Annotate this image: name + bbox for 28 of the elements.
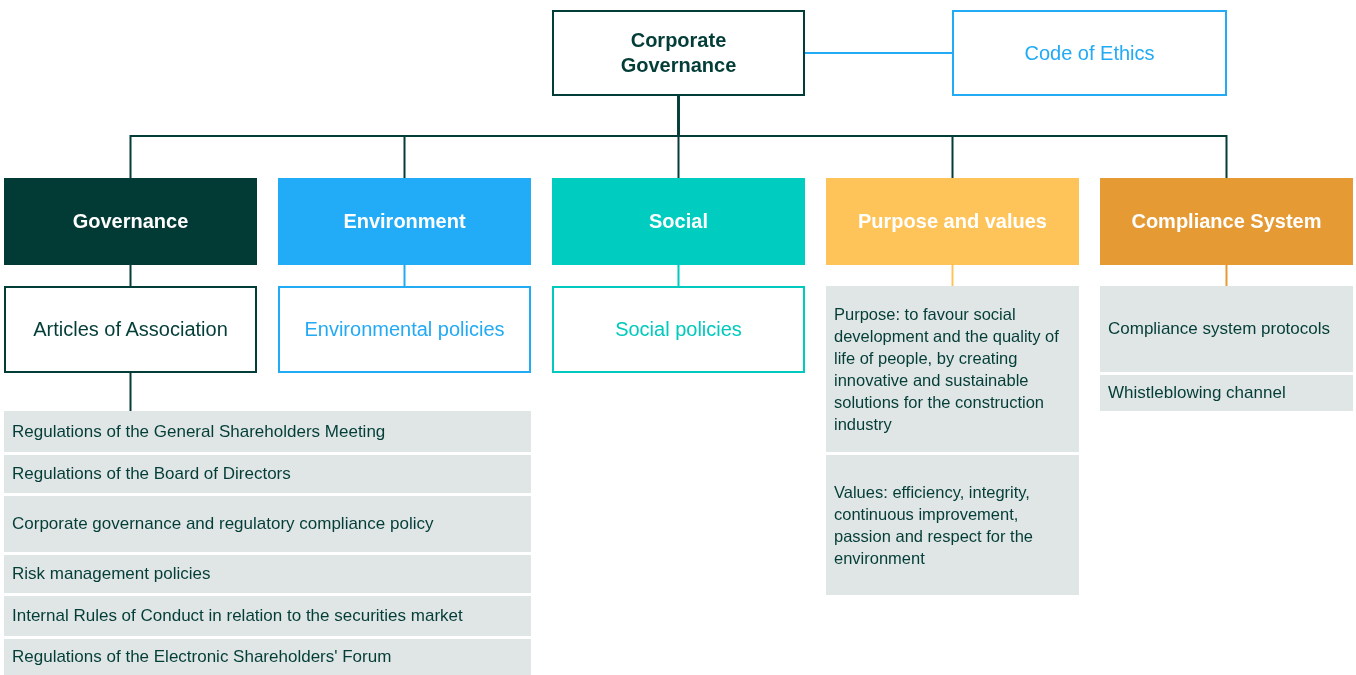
document-box: Articles of Association <box>4 286 257 373</box>
connector-line <box>403 264 406 287</box>
document-box: Social policies <box>552 286 805 373</box>
text-panel: Purpose: to favour social development and the quality of life of people, by creating innovative and sustainable solutions for the construction industry <box>826 286 1079 452</box>
connector-line <box>951 264 954 287</box>
category-header: Governance <box>4 178 257 265</box>
list-item: Whistleblowing channel <box>1100 375 1353 411</box>
list-item: Regulations of the General Shareholders Meeting <box>4 411 531 452</box>
title-box: Corporate Governance <box>552 10 805 96</box>
list-item: Regulations of the Board of Directors <box>4 455 531 493</box>
connector-line <box>804 52 953 54</box>
category-header: Environment <box>278 178 531 265</box>
list-item: Risk management policies <box>4 555 531 593</box>
category-header: Compliance System <box>1100 178 1353 265</box>
list-item: Internal Rules of Conduct in relation to the securities market <box>4 596 531 636</box>
category-header: Social <box>552 178 805 265</box>
list-item: Regulations of the Electronic Shareholders' Forum <box>4 639 531 675</box>
ethics-box: Code of Ethics <box>952 10 1227 96</box>
connector-line <box>129 372 132 412</box>
connector-line <box>677 264 680 287</box>
connector-line <box>1225 264 1228 287</box>
text-panel: Values: efficiency, integrity, continuous improvement, passion and respect for the environment <box>826 455 1079 595</box>
document-box: Environmental policies <box>278 286 531 373</box>
connector-line <box>129 264 132 287</box>
list-item: Compliance system protocols <box>1100 286 1353 372</box>
list-item: Corporate governance and regulatory compliance policy <box>4 496 531 552</box>
category-header: Purpose and values <box>826 178 1079 265</box>
connector-line <box>677 95 1228 179</box>
